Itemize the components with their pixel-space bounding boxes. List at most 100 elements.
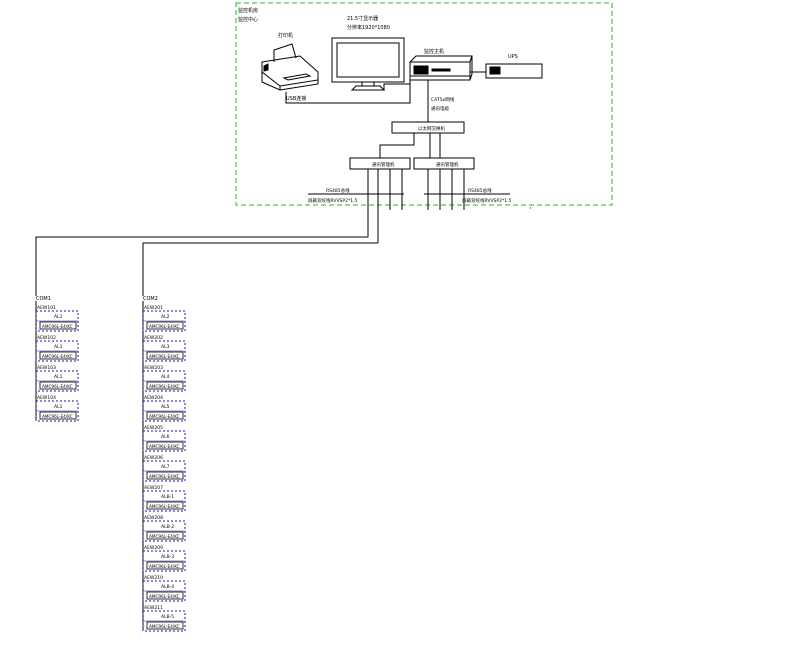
device-meter-box — [146, 351, 184, 360]
device-model: AMC96L-E4/KC — [149, 624, 180, 629]
device-address: AEW206 — [144, 455, 163, 461]
room-connections — [285, 71, 486, 122]
monitor-room-frame — [235, 2, 613, 206]
bus-1-label: RS485总线 — [326, 187, 350, 194]
cable-label-2: 通讯电缆 — [431, 105, 449, 112]
device-model: AMC96L-E4/KC — [149, 414, 180, 419]
device-model: AMC96L-E4/KC — [149, 324, 180, 329]
device-model: AMC96L-E4/KC — [149, 444, 180, 449]
cable-label: CAT5e网线 — [431, 96, 455, 103]
gateway-1-box — [349, 157, 411, 170]
device-name: AL5 — [161, 404, 170, 410]
device-name: ALB-4 — [161, 584, 174, 590]
right-com-label: COM2 — [143, 296, 158, 302]
device-name: AL6 — [161, 434, 170, 440]
device-model: AMC96L-E4/KC — [149, 384, 180, 389]
bus-1-cable: 屏蔽双绞线RVVSP2*1.5 — [308, 197, 358, 204]
device-meter-box — [146, 441, 184, 450]
device-name: ALB-1 — [161, 494, 174, 500]
switch-label: 以太网交换机 — [418, 125, 445, 132]
bus-2-label: RS485总线 — [468, 187, 492, 194]
monitor-room-subtitle: 监控中心 — [238, 16, 258, 23]
gateway-1-label: 通讯管理机 — [372, 161, 395, 168]
device-model: AMC96L-E4/KC — [149, 594, 180, 599]
device-model: AMC96L-E4/KC — [42, 414, 73, 419]
device-model: AMC96L-E4/KC — [149, 534, 180, 539]
device-meter-box — [146, 321, 184, 330]
device-model: AMC96L-E4/KC — [149, 474, 180, 479]
device-meter-box — [146, 471, 184, 480]
device-model: AMC96L-E4/KC — [149, 564, 180, 569]
device-address: AEW203 — [144, 365, 163, 371]
device-address: AEW101 — [37, 305, 56, 311]
left-device-column: AEW101AL1AMC96L-E4/KCAEW102AL1AMC96L-E4/… — [35, 301, 79, 422]
device-name: AL7 — [161, 464, 170, 470]
device-meter-box — [146, 621, 184, 630]
ups-icon — [485, 63, 543, 79]
host-label: 监控主机 — [424, 48, 444, 55]
device-meter-box — [146, 591, 184, 600]
device-name: AL1 — [54, 314, 63, 320]
device-name: AL1 — [54, 374, 63, 380]
device-address: AEW103 — [37, 365, 56, 371]
device-address: AEW207 — [144, 485, 163, 491]
gateway-ports — [308, 169, 531, 243]
monitor-resolution: 分辨率1920*1080 — [347, 24, 390, 31]
switch-connections — [379, 133, 441, 158]
usb-label: USB连接 — [286, 95, 306, 102]
device-meter-box — [146, 411, 184, 420]
host-icon — [409, 55, 473, 81]
device-name: AL1 — [54, 404, 63, 410]
device-meter-box — [39, 321, 77, 330]
printer-icon — [261, 43, 319, 91]
field-bus-lines — [35, 210, 378, 296]
device-name: AL2 — [161, 314, 170, 320]
device-meter-box — [146, 531, 184, 540]
device-address: AEW210 — [144, 575, 163, 581]
device-model: AMC96L-E4/KC — [149, 354, 180, 359]
ups-label: UPS — [508, 54, 518, 60]
device-meter-box — [39, 351, 77, 360]
device-address: AEW205 — [144, 425, 163, 431]
device-model: AMC96L-E4/KC — [42, 354, 73, 359]
device-name: AL4 — [161, 374, 170, 380]
gateway-2-label: 通讯管理机 — [436, 161, 459, 168]
device-model: AMC96L-E4/KC — [42, 324, 73, 329]
gateway-2-box — [413, 157, 475, 170]
right-device-column: AEW201AL2AMC96L-E4/KCAEW202AL3AMC96L-E4/… — [142, 301, 186, 632]
monitor-icon — [331, 37, 405, 91]
left-com-label: COM1 — [36, 296, 51, 302]
device-address: AEW211 — [144, 605, 163, 611]
device-address: AEW102 — [37, 335, 56, 341]
device-name: AL1 — [54, 344, 63, 350]
switch-box — [391, 121, 465, 134]
device-meter-box — [39, 411, 77, 420]
device-model: AMC96L-E4/KC — [149, 504, 180, 509]
device-address: AEW204 — [144, 395, 163, 401]
device-address: AEW208 — [144, 515, 163, 521]
device-name: ALB-2 — [161, 524, 174, 530]
device-meter-box — [146, 501, 184, 510]
monitor-room-title: 监控机房 — [238, 7, 258, 14]
device-meter-box — [146, 381, 184, 390]
device-address: AEW209 — [144, 545, 163, 551]
device-meter-box — [39, 381, 77, 390]
bus-2-cable: 屏蔽双绞线RVVSP2*1.5 — [462, 197, 512, 204]
device-address: AEW104 — [37, 395, 56, 401]
monitor-label: 21.5寸显示器 — [347, 15, 378, 22]
